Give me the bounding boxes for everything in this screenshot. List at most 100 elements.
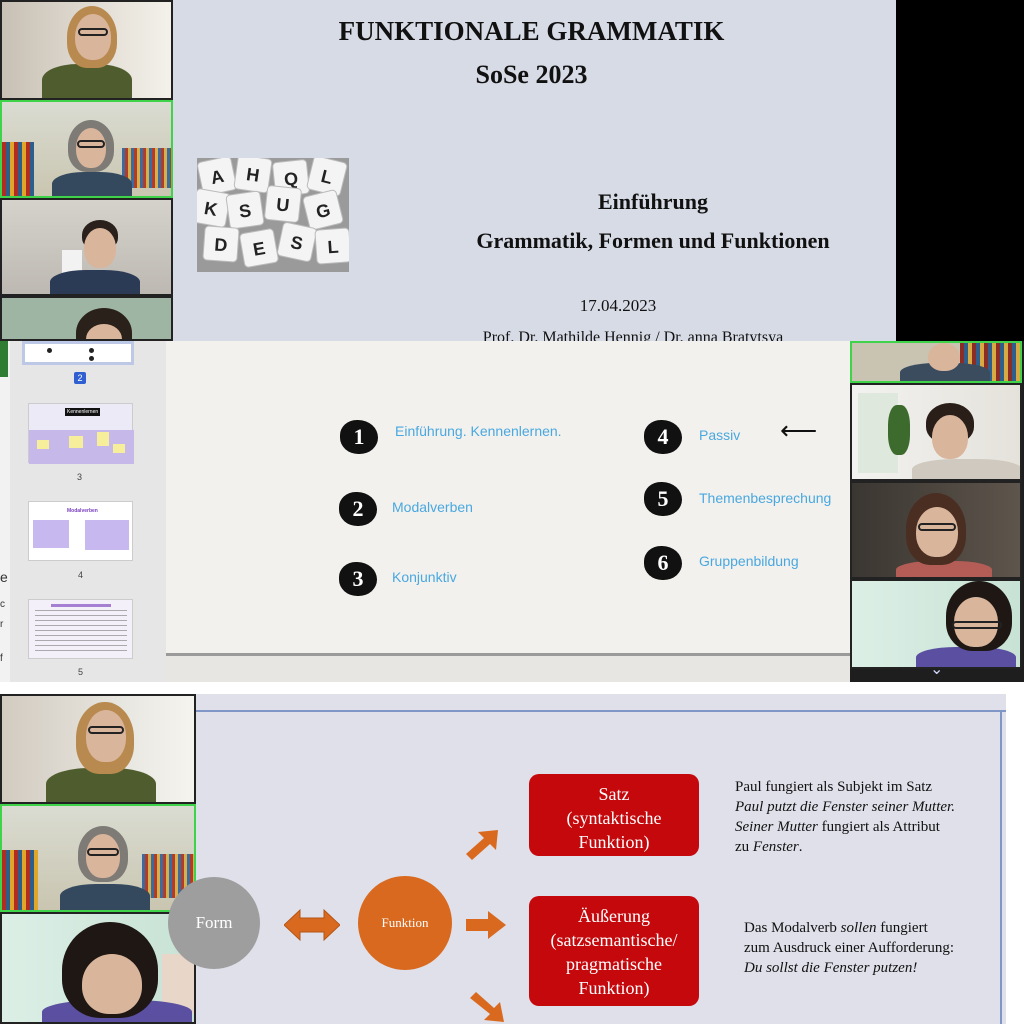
arrow-up-right-icon: [466, 830, 498, 860]
edge-letter: e: [0, 569, 8, 585]
agenda-number-3: 3: [339, 562, 377, 596]
edge-green-strip: [0, 341, 8, 377]
agenda-number-6: 6: [644, 546, 682, 580]
letter-tile: H: [233, 158, 273, 194]
slide-title: FUNKTIONALE GRAMMATIK: [338, 16, 725, 46]
letter-tile-label: Q: [283, 168, 299, 189]
slide-thumbnail-5[interactable]: [28, 599, 133, 659]
satz-line-2: Paul putzt die Fenster seiner Mutter.: [735, 799, 955, 815]
form-circle: Form: [168, 877, 260, 969]
double-arrow-icon: [284, 908, 340, 942]
slide-thumbnail-2[interactable]: [22, 341, 134, 365]
satz-line-3-rest: fungiert als Attribut: [817, 819, 940, 835]
participant-video-6[interactable]: [850, 383, 1022, 481]
slide-thumbnail-3[interactable]: Kennenlernen: [28, 403, 134, 464]
satz-line-3: Seiner Mutter fungiert als Attribut: [735, 817, 995, 837]
modal-line-1-post: fungiert: [876, 920, 928, 936]
arrow-left-icon: ⟵: [780, 415, 818, 445]
satz-line-4-post: .: [798, 839, 803, 855]
edge-letter: f: [0, 653, 3, 664]
letter-tile-label: H: [245, 164, 261, 186]
modal-line-1-pre: Das Modalverb: [744, 920, 841, 936]
screen3-slide: Form Funktion Satz (syntaktische Funktio…: [168, 694, 1006, 1024]
screen1-video-column: [0, 0, 173, 341]
agenda-item-1: Einführung. Kennenlernen.: [395, 423, 562, 439]
modal-line-2: zum Ausdruck einer Aufforderung:: [744, 940, 955, 956]
agenda-item-5: Themenbesprechung: [699, 490, 832, 506]
slide-heading: Einführung: [597, 189, 709, 214]
letter-tile: L: [306, 158, 348, 197]
agenda-item-4: Passiv: [699, 427, 741, 443]
letter-tile-label: U: [275, 194, 290, 215]
letter-tile: L: [314, 227, 349, 265]
agenda-item-3: Konjunktiv: [392, 569, 457, 585]
thumbnail-number-5: 5: [78, 667, 84, 677]
thumbnail-number-4: 4: [78, 570, 84, 580]
screen2-slide: 1 Einführung. Kennenlernen. 2 Modalverbe…: [166, 341, 852, 657]
slide-subheading: Grammatik, Formen und Funktionen: [476, 228, 830, 253]
participant-video-9[interactable]: [0, 694, 196, 804]
agenda-number-2: 2: [339, 492, 377, 526]
satz-line-4-pre: zu: [735, 839, 753, 855]
satz-line-4: zu Fenster.: [735, 837, 995, 857]
letter-tile-label: S: [238, 200, 253, 221]
letter-tile: G: [302, 189, 344, 231]
thumbnail-number-3: 3: [77, 472, 83, 482]
participant-video-4[interactable]: [0, 296, 173, 341]
agenda-item-6: Gruppenbildung: [699, 553, 799, 569]
screen2-video-column: ⌄: [850, 341, 1024, 682]
satz-line-1: Paul fungiert als Subjekt im Satz: [735, 779, 933, 795]
participant-video-1[interactable]: [0, 0, 173, 100]
screen2-thumbnail-panel: e c r f 2 Kennenlernen 3 Modalverben 4 5: [0, 341, 166, 682]
letter-tile: U: [264, 185, 302, 223]
slide-semester: SoSe 2023: [475, 60, 588, 89]
participant-video-10-speaking[interactable]: [0, 804, 196, 912]
screen3-right-strip: [1006, 682, 1024, 1024]
slide-right-rule: [1000, 712, 1002, 1024]
letter-tile-label: A: [209, 166, 226, 188]
satz-line-4-italic: Fenster: [752, 839, 799, 855]
participant-video-8[interactable]: [850, 579, 1022, 669]
letter-tile: D: [202, 225, 240, 263]
participant-video-11[interactable]: [0, 912, 196, 1024]
thumb-4-title: Modalverben: [67, 508, 98, 514]
agenda-number-4: 4: [644, 420, 682, 454]
arrow-down-right-icon: [470, 992, 504, 1022]
edge-letter: r: [0, 619, 4, 630]
participant-video-7[interactable]: [850, 481, 1022, 579]
thumb-3-title: Kennenlernen: [65, 408, 101, 416]
agenda-item-2: Modalverben: [392, 499, 473, 515]
scroll-down-chevron-icon[interactable]: ⌄: [930, 661, 944, 678]
letter-tile: S: [277, 222, 317, 262]
modal-line-1: Das Modalverb sollen fungiert: [744, 918, 1004, 938]
letter-tile-label: K: [203, 198, 219, 220]
thumbnail-number-2-selected: 2: [74, 372, 86, 384]
satz-box: Satz (syntaktische Funktion): [529, 774, 699, 856]
modal-line-1-italic: sollen: [840, 920, 877, 936]
funktion-circle: Funktion: [358, 876, 452, 970]
slide-date: 17.04.2023: [579, 296, 657, 315]
letter-tile: E: [239, 228, 279, 268]
aeusserung-box: Äußerung (satzsemantische/ pragmatische …: [529, 896, 699, 1006]
left-edge-text: e c r f: [0, 341, 10, 682]
satz-line-3-italic: Seiner Mutter: [735, 819, 818, 835]
screen3-top-strip: [0, 682, 1024, 694]
letter-tile: K: [197, 188, 231, 228]
screen3-video-column: [0, 694, 196, 1024]
letter-tile-label: E: [252, 238, 267, 260]
letter-tile-label: L: [327, 237, 339, 258]
slide-thumbnail-4[interactable]: Modalverben: [28, 501, 133, 561]
arrow-right-icon: [466, 911, 506, 939]
agenda-number-5: 5: [644, 482, 682, 516]
letter-tile: S: [225, 190, 265, 230]
participant-video-3[interactable]: [0, 198, 173, 296]
modal-line-3: Du sollst die Fenster putzen!: [744, 960, 918, 976]
edge-letter: c: [0, 599, 5, 610]
participant-video-2-speaking[interactable]: [0, 100, 173, 198]
modal-explanation: Das Modalverb sollen fungiert zum Ausdru…: [744, 918, 1004, 978]
satz-explanation: Paul fungiert als Subjekt im Satz Paul p…: [735, 777, 995, 857]
letter-tile-label: G: [314, 200, 332, 223]
participant-video-5[interactable]: [850, 341, 1022, 383]
screen1-dark-panel: [896, 0, 1024, 341]
